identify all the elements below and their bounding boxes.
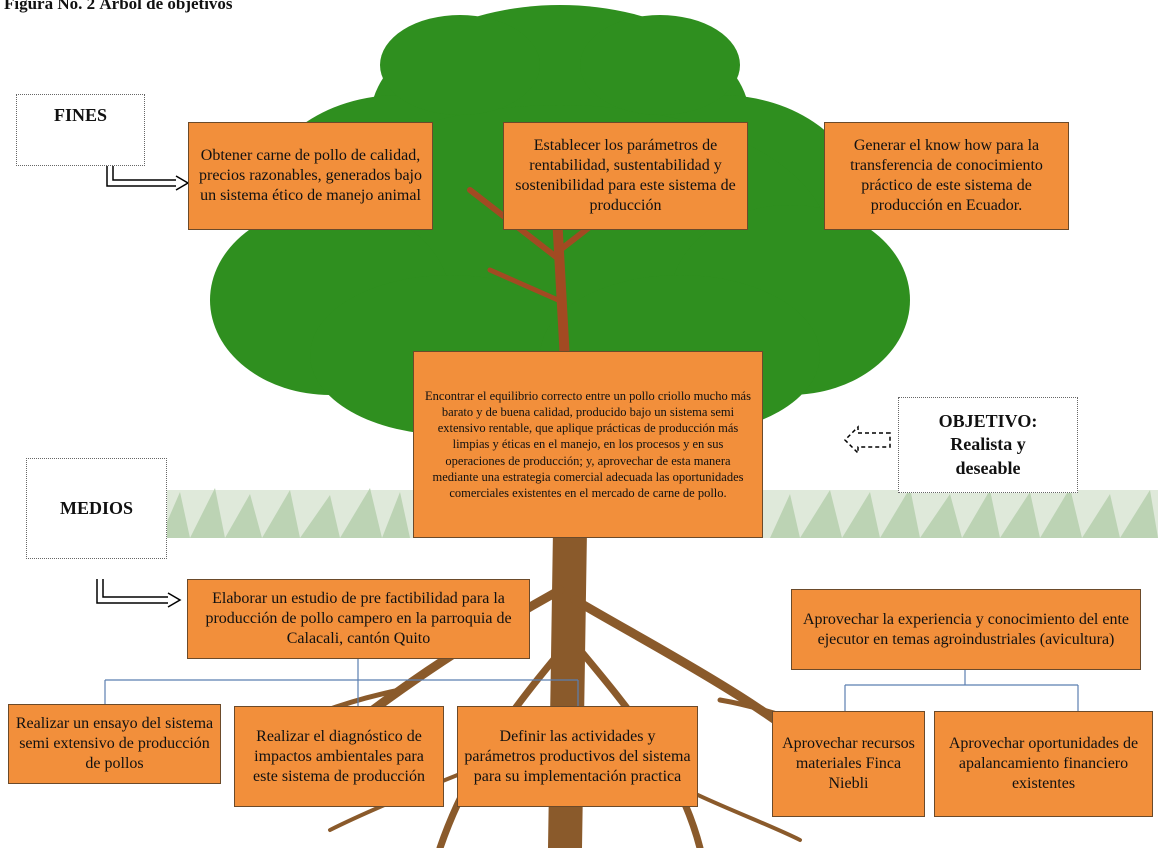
fines-label: FINES [16,94,145,166]
objetivo-arrow-icon [843,425,891,455]
medios-arrow-icon [96,579,182,608]
medio-right-child-2: Aprovechar oportunidades de apalancamien… [934,711,1153,817]
medios-label-text: MEDIOS [59,498,133,518]
medio-right-child-1: Aprovechar recursos materiales Finca Nie… [772,711,925,817]
objetivo-label-text: OBJETIVO: Realista y deseable [938,410,1038,478]
medio-main-right: Aprovechar la experiencia y conocimiento… [791,589,1141,670]
medios-label: MEDIOS [26,458,167,559]
fines-label-text: FINES [53,105,107,125]
left-connector [104,658,579,708]
fin-box-2: Establecer los parámetros de rentabilida… [503,122,748,230]
right-connector [844,670,1079,712]
medio-main-left: Elaborar un estudio de pre factibilidad … [187,579,530,659]
fines-arrow-icon [106,165,190,191]
figure-caption: Figura No. 2 Árbol de objetivos [4,0,233,13]
fin-box-3: Generar el know how para la transferenci… [824,122,1069,230]
fin-box-1: Obtener carne de pollo de calidad, preci… [188,122,433,230]
objective-box: Encontrar el equilibrio correcto entre u… [413,351,763,538]
medio-left-child-2: Realizar el diagnóstico de impactos ambi… [234,706,444,807]
objetivo-label: OBJETIVO: Realista y deseable [898,397,1078,493]
medio-left-child-3: Definir las actividades y parámetros pro… [457,706,698,807]
medio-left-child-1: Realizar un ensayo del sistema semi exte… [8,704,221,784]
